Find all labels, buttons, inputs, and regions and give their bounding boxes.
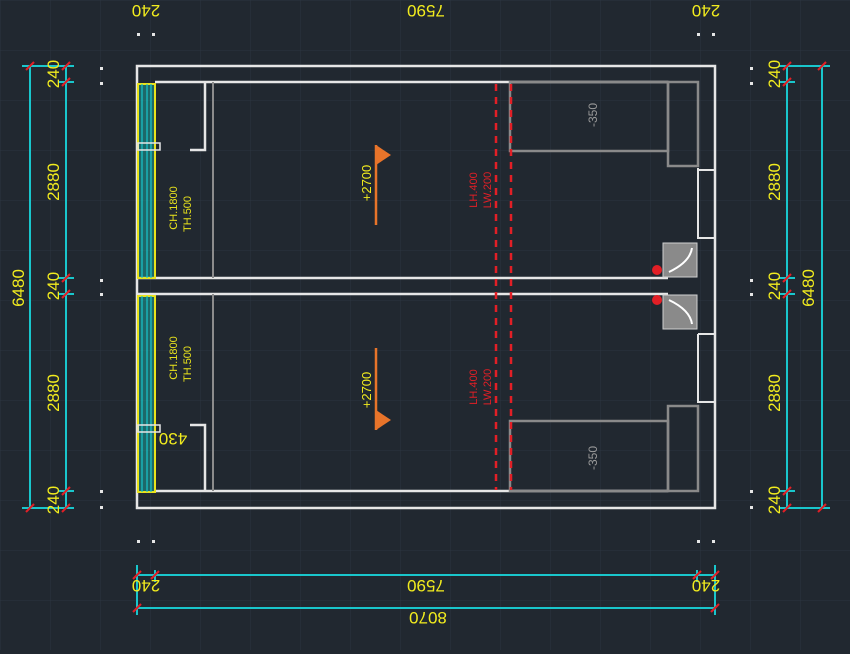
dim-right-5: 240 — [765, 486, 784, 514]
beam-label-upper-1: LH.400 — [468, 172, 480, 207]
dim-top-right: 240 — [692, 1, 720, 20]
dimension-ticks — [25, 61, 827, 613]
bed-label-lower: -350 — [586, 446, 600, 470]
level-label-upper: +2700 — [359, 165, 374, 202]
dim-pier: 430 — [159, 429, 187, 448]
beam-label-upper-2: LW.200 — [482, 172, 494, 209]
window-label-lower-1: CH.1800 — [168, 336, 180, 379]
dimension-text: 240 7590 240 240 7590 240 8070 240 2880 … — [9, 1, 818, 627]
dim-left-3: 240 — [44, 272, 63, 300]
room-labels: CH.1800 TH.500 CH.1800 TH.500 +2700 +270… — [168, 103, 600, 470]
level-markers — [374, 145, 391, 430]
entry-door-upper — [697, 168, 715, 239]
furniture — [508, 80, 700, 493]
dim-left-1: 240 — [44, 60, 63, 88]
beam-label-lower-1: LH.400 — [468, 369, 480, 404]
dim-right-2: 2880 — [765, 163, 784, 201]
dim-top-left: 240 — [132, 1, 160, 20]
window-label-lower-2: TH.500 — [182, 346, 194, 382]
dim-bottom-mid: 7590 — [407, 576, 445, 595]
dim-right-1: 240 — [765, 60, 784, 88]
entry-door-lower — [697, 334, 715, 403]
dim-bottom-right: 240 — [692, 576, 720, 595]
drain-upper — [652, 265, 662, 275]
outer-wall — [135, 64, 717, 510]
dim-left-total: 6480 — [9, 269, 28, 307]
dim-right-total: 6480 — [799, 269, 818, 307]
bed-label-upper: -350 — [586, 103, 600, 127]
window-label-upper-1: CH.1800 — [168, 186, 180, 229]
toilet-lower — [662, 294, 698, 330]
wardrobe-lower — [666, 404, 700, 493]
pier-lower — [190, 423, 207, 491]
dim-left-5: 240 — [44, 486, 63, 514]
dim-right-3: 240 — [765, 272, 784, 300]
windows — [137, 83, 161, 493]
dim-left-2: 2880 — [44, 163, 63, 201]
dim-bottom-left: 240 — [132, 576, 160, 595]
toilets — [652, 242, 698, 330]
wardrobe-upper — [666, 80, 700, 168]
level-arrow-lower — [376, 410, 391, 430]
snap-dots — [100, 33, 753, 543]
dim-bottom-total: 8070 — [409, 608, 447, 627]
window-upper-mullion — [137, 142, 161, 151]
window-label-upper-2: TH.500 — [182, 196, 194, 232]
dim-right-4: 2880 — [765, 374, 784, 412]
level-label-lower: +2700 — [359, 372, 374, 409]
beams — [494, 84, 513, 490]
beam-label-lower-2: LW.200 — [482, 369, 494, 406]
dim-top-mid: 7590 — [407, 1, 445, 20]
level-arrow-upper — [376, 145, 391, 165]
drain-lower — [652, 295, 662, 305]
dim-left-4: 2880 — [44, 374, 63, 412]
window-lower-mullion — [137, 424, 161, 433]
pier-upper — [190, 82, 207, 152]
